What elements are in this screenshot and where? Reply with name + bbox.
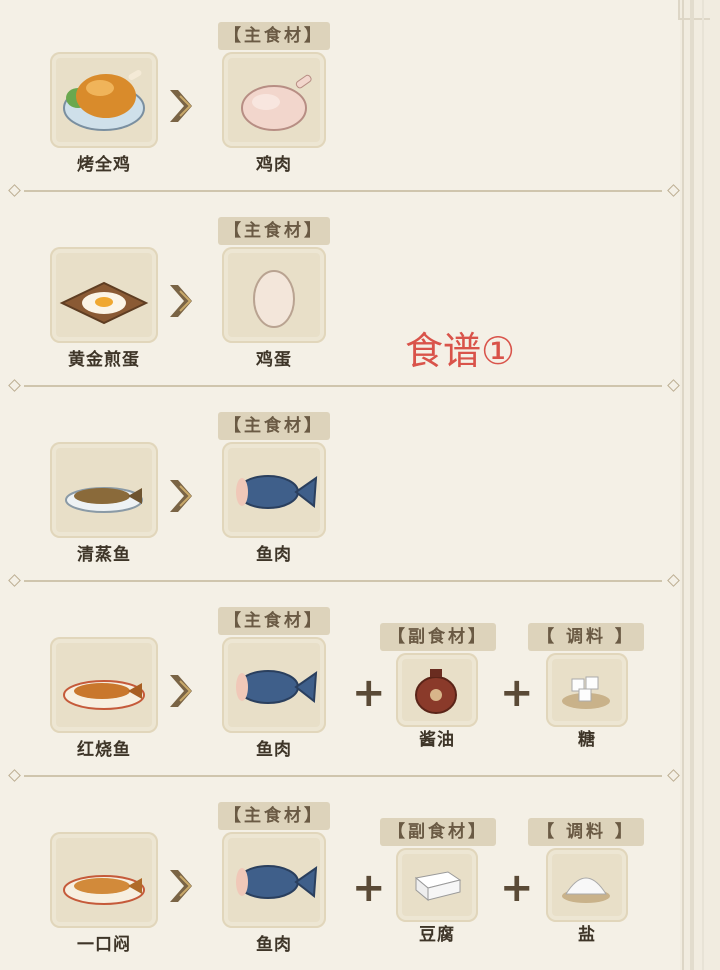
right-frame-border (678, 0, 720, 970)
recipe-row-3[interactable]: 【主食材】 清蒸鱼 鱼肉 (0, 390, 680, 585)
recipe-row-1[interactable]: 【主食材】 烤全鸡 鸡肉 (0, 0, 680, 195)
arrow-right-icon (170, 870, 192, 902)
arrow-right-icon (170, 675, 192, 707)
side-ingredient-card[interactable] (396, 848, 478, 922)
dish-name: 烤全鸡 (77, 155, 131, 175)
dish-name: 红烧鱼 (77, 740, 131, 760)
main-ingredient-card[interactable] (222, 442, 326, 538)
ingredient-name: 鱼肉 (256, 935, 292, 955)
fish-meat-icon (236, 475, 318, 509)
recipe-row-5[interactable]: 【主食材】 【副食材】 【 调料 】 一口闷 鱼肉 + 豆腐 + 盐 (0, 780, 680, 970)
main-ingredient-card[interactable] (222, 832, 326, 928)
raw-chicken-icon (241, 74, 312, 131)
fish-dish-icon (63, 875, 145, 905)
row-divider (6, 379, 682, 393)
soy-sauce-icon (415, 669, 457, 714)
ingredient-name: 鱼肉 (256, 545, 292, 565)
row-divider (6, 574, 682, 588)
seasoning-name: 盐 (578, 925, 596, 945)
dish-name: 黄金煎蛋 (68, 350, 140, 370)
dish-card-roast-chicken[interactable] (50, 52, 158, 148)
seasoning-tag: 【 调料 】 (528, 623, 644, 651)
roast-chicken-icon (63, 70, 145, 131)
plus-icon: + (352, 865, 386, 911)
ingredient-name: 鸡蛋 (256, 350, 292, 370)
main-ingredient-tag: 【主食材】 (218, 22, 330, 50)
seasoning-card[interactable] (546, 848, 628, 922)
main-ingredient-tag: 【主食材】 (218, 217, 330, 245)
recipe-row-4[interactable]: 【主食材】 【副食材】 【 调料 】 红烧鱼 鱼肉 + 酱油 + (0, 585, 680, 780)
main-ingredient-card[interactable] (222, 637, 326, 733)
main-ingredient-tag: 【主食材】 (218, 607, 330, 635)
seasoning-tag: 【 调料 】 (528, 818, 644, 846)
steamed-fish-icon (65, 487, 143, 513)
plus-icon: + (500, 865, 534, 911)
side-ingredient-tag: 【副食材】 (380, 818, 496, 846)
main-ingredient-card[interactable] (222, 247, 326, 343)
fried-egg-icon (59, 281, 149, 325)
dish-card-braised-fish[interactable] (50, 637, 158, 733)
arrow-right-icon (170, 90, 192, 122)
row-divider (6, 769, 682, 783)
main-ingredient-card[interactable] (222, 52, 326, 148)
fish-meat-icon (236, 670, 318, 704)
ingredient-name: 鸡肉 (256, 155, 292, 175)
salt-icon (562, 877, 610, 903)
recipe-row-2[interactable]: 【主食材】 黄金煎蛋 鸡蛋 (0, 195, 680, 390)
arrow-right-icon (170, 480, 192, 512)
ingredient-name: 鱼肉 (256, 740, 292, 760)
dish-card-yi-kou-men[interactable] (50, 832, 158, 928)
braised-fish-icon (63, 680, 145, 710)
plus-icon: + (500, 670, 534, 716)
dish-card-steamed-fish[interactable] (50, 442, 158, 538)
egg-icon (253, 270, 295, 328)
row-divider (6, 184, 682, 198)
dish-name: 一口闷 (77, 935, 131, 955)
side-ingredient-name: 酱油 (419, 730, 455, 750)
seasoning-card[interactable] (546, 653, 628, 727)
plus-icon: + (352, 670, 386, 716)
recipe-overlay-label: 食谱① (405, 329, 516, 373)
arrow-right-icon (170, 285, 192, 317)
side-ingredient-name: 豆腐 (419, 925, 455, 945)
seasoning-name: 糖 (578, 730, 596, 750)
dish-card-golden-fried-egg[interactable] (50, 247, 158, 343)
dish-name: 清蒸鱼 (77, 545, 131, 565)
fish-meat-icon (236, 865, 318, 899)
sugar-icon (562, 676, 610, 709)
main-ingredient-tag: 【主食材】 (218, 412, 330, 440)
main-ingredient-tag: 【主食材】 (218, 802, 330, 830)
side-ingredient-card[interactable] (396, 653, 478, 727)
side-ingredient-tag: 【副食材】 (380, 623, 496, 651)
tofu-icon (414, 871, 462, 902)
